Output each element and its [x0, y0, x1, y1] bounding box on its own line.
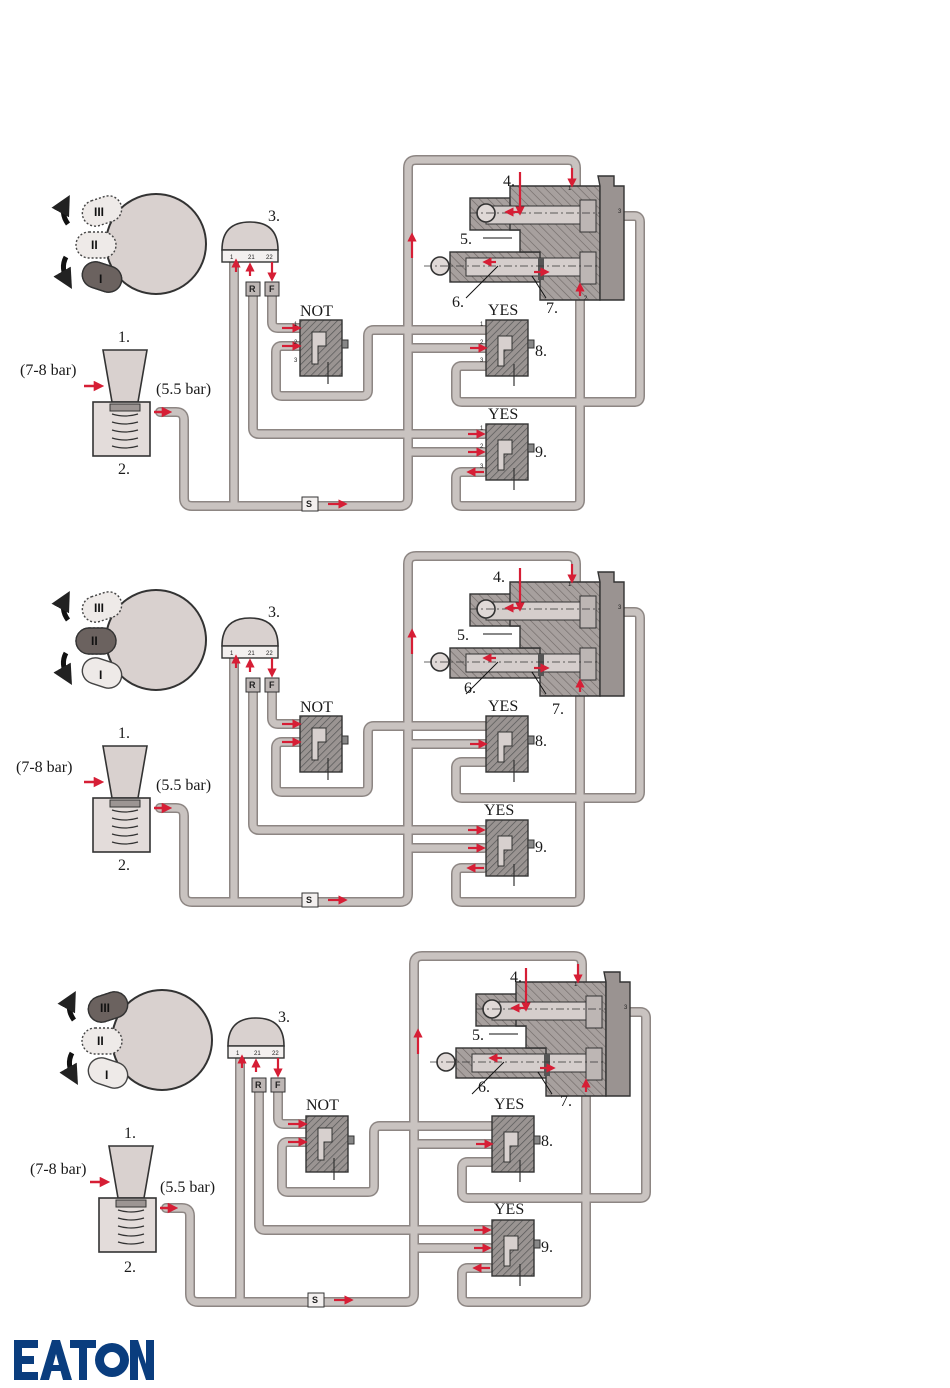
lever-pos-1-label: I [99, 272, 102, 286]
label-6: 6. [478, 1079, 490, 1096]
lever-pos-2-label: II [91, 634, 98, 648]
lever-pos-2-label: II [97, 1034, 104, 1048]
label-7: 7. [560, 1093, 572, 1110]
yes-valve-8-label: YES [488, 302, 518, 319]
port-22-label: 22 [266, 255, 273, 261]
label-3: 3. [268, 604, 280, 621]
regulated-pressure-label: (5.5 bar) [156, 381, 211, 398]
panel-position-3: III II I 1. 2. 3. 4. 5. 6. 7. 8. 9. (7-8… [30, 956, 646, 1307]
label-9: 9. [535, 444, 547, 461]
f-port-label: F [269, 284, 275, 294]
regulated-pressure-label: (5.5 bar) [156, 777, 211, 794]
yes-valve-9-label: YES [494, 1201, 524, 1218]
lever-pos-1-label: I [99, 668, 102, 682]
label-1: 1. [124, 1125, 136, 1142]
yes-valve-8-label: YES [488, 698, 518, 715]
label-6: 6. [464, 680, 476, 697]
not-valve-label: NOT [300, 303, 333, 320]
label-4: 4. [503, 173, 515, 190]
s-marker-label: S [306, 499, 312, 509]
label-5: 5. [472, 1027, 484, 1044]
not-port-3-label: 3 [294, 358, 298, 364]
port-22-label: 22 [266, 651, 273, 657]
s-marker-label: S [312, 1295, 318, 1305]
port-21-label: 21 [248, 255, 255, 261]
label-7: 7. [552, 701, 564, 718]
port-21-label: 21 [248, 651, 255, 657]
lever-pos-3-label: III [94, 601, 104, 615]
regulated-pressure-label: (5.5 bar) [160, 1179, 215, 1196]
label-3: 3. [278, 1009, 290, 1026]
inlet-pressure-label: (7-8 bar) [30, 1161, 86, 1178]
label-5: 5. [460, 231, 472, 248]
inlet-pressure-label: (7-8 bar) [16, 759, 72, 776]
inlet-pressure-label: (7-8 bar) [20, 362, 76, 379]
port-21-label: 21 [254, 1051, 261, 1057]
lever-pos-3-label: III [94, 205, 104, 219]
yes-valve-9-label: YES [488, 406, 518, 423]
label-8: 8. [535, 343, 547, 360]
lever-pos-1-label: I [105, 1068, 108, 1082]
r-port-label: R [255, 1080, 262, 1090]
f-port-label: F [275, 1080, 281, 1090]
lever-pos-3-label: III [100, 1001, 110, 1015]
r-port-label: R [249, 284, 256, 294]
label-1: 1. [118, 725, 130, 742]
label-2: 2. [118, 857, 130, 874]
f-port-label: F [269, 680, 275, 690]
yes-valve-9-label: YES [484, 802, 514, 819]
label-2: 2. [124, 1259, 136, 1276]
r-port-label: R [249, 680, 256, 690]
label-3: 3. [268, 208, 280, 225]
label-8: 8. [541, 1133, 553, 1150]
eaton-logo [14, 1338, 154, 1382]
label-4: 4. [493, 569, 505, 586]
not-valve-label: NOT [300, 699, 333, 716]
label-5: 5. [457, 627, 469, 644]
port-22-label: 22 [272, 1051, 279, 1057]
not-valve-label: NOT [306, 1097, 339, 1114]
panel-position-1: III II I 1. 2. 3. 4. 5. 6. 7. 8. 9. (7-8… [20, 160, 640, 511]
panel-position-2: III II I 1. 2. 3. 4. 5. 6. 7. 8. 9. (7-8… [16, 556, 640, 907]
label-1: 1. [118, 329, 130, 346]
label-6: 6. [452, 294, 464, 311]
label-9: 9. [541, 1239, 553, 1256]
lever-pos-2-label: II [91, 238, 98, 252]
s-marker-label: S [306, 895, 312, 905]
label-4: 4. [510, 969, 522, 986]
label-8: 8. [535, 733, 547, 750]
label-9: 9. [535, 839, 547, 856]
label-2: 2. [118, 461, 130, 478]
label-7: 7. [546, 300, 558, 317]
yes-valve-8-label: YES [494, 1096, 524, 1113]
